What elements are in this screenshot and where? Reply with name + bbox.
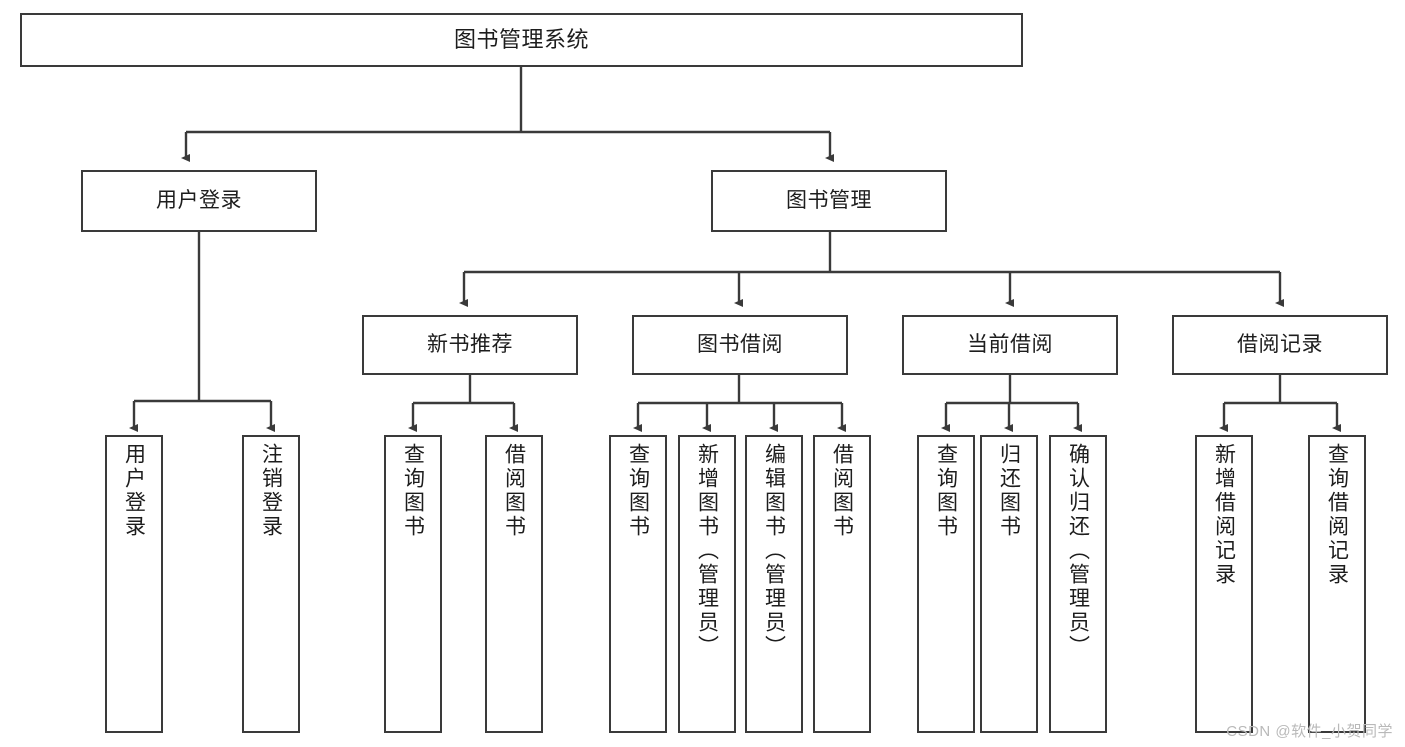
node-leaf-borrow-book-2[interactable]: 借阅图书 (813, 435, 871, 733)
node-label: 借阅图书 (502, 443, 526, 539)
node-label: 借阅记录 (1237, 332, 1323, 356)
node-label: 新增借阅记录 (1212, 443, 1236, 587)
node-label: 当前借阅 (967, 332, 1053, 356)
watermark-text: CSDN @软件_小贺同学 (1226, 723, 1393, 740)
node-book-management[interactable]: 图书管理 (711, 170, 947, 232)
node-label: 归还图书 (997, 443, 1021, 539)
node-label: 查询图书 (401, 443, 425, 539)
node-leaf-query-book-1[interactable]: 查询图书 (384, 435, 442, 733)
node-label: 注销登录 (259, 443, 283, 539)
node-label: 用户登录 (122, 443, 146, 539)
node-label: 确认归还（管理员） (1066, 443, 1090, 659)
node-label: 查询图书 (626, 443, 650, 539)
node-leaf-query-book-2[interactable]: 查询图书 (609, 435, 667, 733)
node-root-system[interactable]: 图书管理系统 (20, 13, 1023, 67)
node-leaf-return-book[interactable]: 归还图书 (980, 435, 1038, 733)
node-leaf-edit-book[interactable]: 编辑图书（管理员） (745, 435, 803, 733)
node-label: 借阅图书 (830, 443, 854, 539)
node-label: 查询借阅记录 (1325, 443, 1349, 587)
node-leaf-confirm-return[interactable]: 确认归还（管理员） (1049, 435, 1107, 733)
node-label: 图书管理系统 (453, 27, 589, 53)
node-leaf-add-book[interactable]: 新增图书（管理员） (678, 435, 736, 733)
node-borrow-records[interactable]: 借阅记录 (1172, 315, 1388, 375)
node-label: 新增图书（管理员） (695, 443, 719, 659)
node-leaf-user-logout[interactable]: 注销登录 (242, 435, 300, 733)
node-label: 编辑图书（管理员） (762, 443, 786, 659)
node-label: 图书管理 (786, 188, 872, 212)
node-leaf-borrow-book-1[interactable]: 借阅图书 (485, 435, 543, 733)
node-user-login[interactable]: 用户登录 (81, 170, 317, 232)
node-leaf-user-login[interactable]: 用户登录 (105, 435, 163, 733)
node-label: 查询图书 (934, 443, 958, 539)
node-leaf-query-record[interactable]: 查询借阅记录 (1308, 435, 1366, 733)
node-label: 用户登录 (156, 188, 242, 212)
node-book-borrow[interactable]: 图书借阅 (632, 315, 848, 375)
node-label: 图书借阅 (697, 332, 783, 356)
node-leaf-query-book-3[interactable]: 查询图书 (917, 435, 975, 733)
node-current-borrow[interactable]: 当前借阅 (902, 315, 1118, 375)
node-label: 新书推荐 (427, 332, 513, 356)
node-leaf-add-record[interactable]: 新增借阅记录 (1195, 435, 1253, 733)
node-new-book-recommend[interactable]: 新书推荐 (362, 315, 578, 375)
